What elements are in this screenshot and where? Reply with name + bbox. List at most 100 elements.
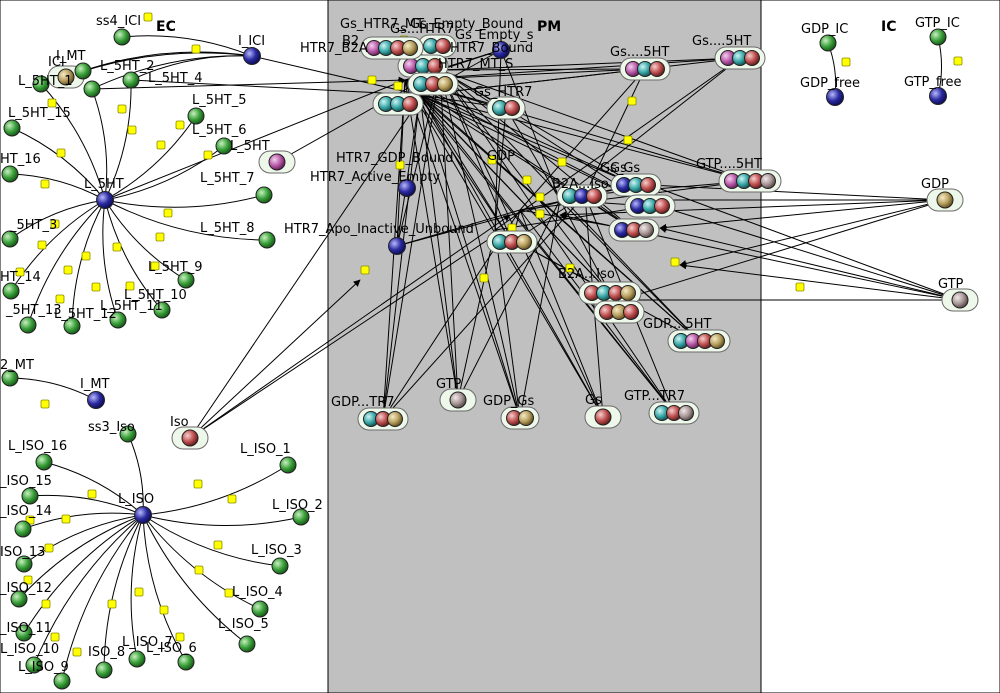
reaction-node[interactable] [159,605,169,615]
species-node-l-5ht-6[interactable] [215,137,233,155]
species-node-ss3-iso[interactable] [119,425,137,443]
complex-node-c-pm-mid1[interactable] [556,184,608,208]
reaction-node[interactable] [50,219,60,229]
species-node-ss2-mt[interactable] [1,369,19,387]
species-node-l-5ht-12[interactable] [63,317,81,335]
species-node-l-5ht-16[interactable] [1,165,19,183]
reaction-node[interactable] [55,294,65,304]
complex-node-c-pm-top4[interactable] [407,72,459,96]
species-node-gs[interactable] [584,405,622,429]
species-node-l-iso[interactable] [134,506,152,524]
species-node-l-iso-15[interactable] [21,487,39,505]
species-node-gtp-free[interactable] [929,87,947,105]
reaction-node[interactable] [224,588,234,598]
reaction-node[interactable] [535,209,545,219]
species-node-iso[interactable] [171,426,209,450]
reaction-node[interactable] [360,265,370,275]
reaction-node[interactable] [623,135,633,145]
reaction-node[interactable] [393,81,403,91]
reaction-node[interactable] [163,208,173,218]
reaction-node[interactable] [557,157,567,167]
species-node-l-iso-14[interactable] [14,520,32,538]
reaction-node[interactable] [91,282,101,292]
reaction-node[interactable] [156,140,166,150]
species-node-l-5ht-8[interactable] [258,231,276,249]
complex-node-c-pm-top1[interactable] [417,34,457,58]
complex-node-c-b2iso[interactable] [578,281,642,305]
species-node-gtp-pm[interactable] [439,388,477,412]
species-node-gs-empty-s[interactable] [492,41,510,59]
reaction-node[interactable] [72,647,82,657]
reaction-node[interactable] [47,98,57,108]
reaction-node[interactable] [565,263,575,273]
species-node-l-5ht-15[interactable] [3,119,21,137]
species-node-htr7-apo-inactive-unbound[interactable] [388,237,406,255]
complex-node-c-pm-mid4[interactable] [608,218,660,242]
complex-node-c-pm-top3[interactable] [397,54,449,78]
reaction-node[interactable] [125,281,135,291]
reaction-node[interactable] [203,150,213,160]
reaction-node[interactable] [81,251,91,261]
reaction-node[interactable] [50,632,60,642]
species-node-l-iso-7[interactable] [128,650,146,668]
species-node-l-iso-6[interactable] [177,653,195,671]
reaction-node[interactable] [227,494,237,504]
complex-node-c-gtp5ht-a[interactable] [718,169,782,193]
reaction-node[interactable] [87,489,97,499]
complex-node-c-pm-mid2[interactable] [624,194,676,218]
species-node-l-iso-11[interactable] [15,624,33,642]
complex-node-c-gs5ht-b[interactable] [714,46,766,70]
species-node-l-5ht-9[interactable] [177,271,195,289]
reaction-node[interactable] [191,44,201,54]
species-node-l-iso-9[interactable] [53,672,71,690]
reaction-node[interactable] [61,514,71,524]
reaction-node[interactable] [63,265,73,275]
reaction-node[interactable] [40,179,50,189]
reaction-node[interactable] [367,75,377,85]
reaction-node[interactable] [150,261,160,271]
species-node-l-5ht-10[interactable] [153,301,171,319]
species-node-l-iso-8[interactable] [95,661,113,679]
species-node-l-5ht-3[interactable] [1,230,19,248]
complex-node-c-gs5ht-a[interactable] [619,57,671,81]
species-node-l-iso-10[interactable] [25,656,43,674]
species-node-gdp-ic[interactable] [819,34,837,52]
species-node-l-5ht-14[interactable] [2,282,20,300]
reaction-node[interactable] [194,565,204,575]
complex-node-c-pm-top2[interactable] [372,92,424,116]
complex-node-c-gdptr7[interactable] [357,407,409,431]
complex-node-c-gtptr7[interactable] [648,401,700,425]
reaction-node[interactable] [479,273,489,283]
species-node-i-ici[interactable] [243,47,261,65]
species-node-l-5ht-13[interactable] [19,316,37,334]
species-node-l-5ht-11[interactable] [109,311,127,329]
species-node-l-5ht-1[interactable] [32,75,50,93]
reaction-node[interactable] [175,632,185,642]
complex-node-c-gdpgs[interactable] [500,406,540,430]
species-node-l-iso-2[interactable] [292,508,310,526]
reaction-node[interactable] [841,57,851,67]
species-node-l-5ht-2[interactable] [83,80,101,98]
reaction-node[interactable] [395,160,405,170]
species-node-l-iso-4[interactable] [251,600,269,618]
reaction-node[interactable] [107,599,117,609]
reaction-node[interactable] [127,125,137,135]
reaction-node[interactable] [134,587,144,597]
reaction-node[interactable] [143,12,153,22]
complex-node-c-gshtr7[interactable] [486,96,526,120]
species-node-l-iso-1[interactable] [279,456,297,474]
reaction-node[interactable] [213,540,223,550]
reaction-node[interactable] [795,282,805,292]
species-node-l-5ht-7[interactable] [255,186,273,204]
complex-node-c-b2iso-b[interactable] [593,300,645,324]
reaction-node[interactable] [112,242,122,252]
species-node-htr7-apo[interactable] [398,179,416,197]
complex-node-c-gdp5ht[interactable] [667,329,731,353]
species-node-gtp-ic[interactable] [929,28,947,46]
species-node-gtp[interactable] [941,288,979,312]
reaction-node[interactable] [23,575,33,585]
species-node-gdp-free[interactable] [826,88,844,106]
species-node-ss4-ici[interactable] [113,28,131,46]
reaction-node[interactable] [56,148,66,158]
species-node-l-iso-5[interactable] [238,635,256,653]
